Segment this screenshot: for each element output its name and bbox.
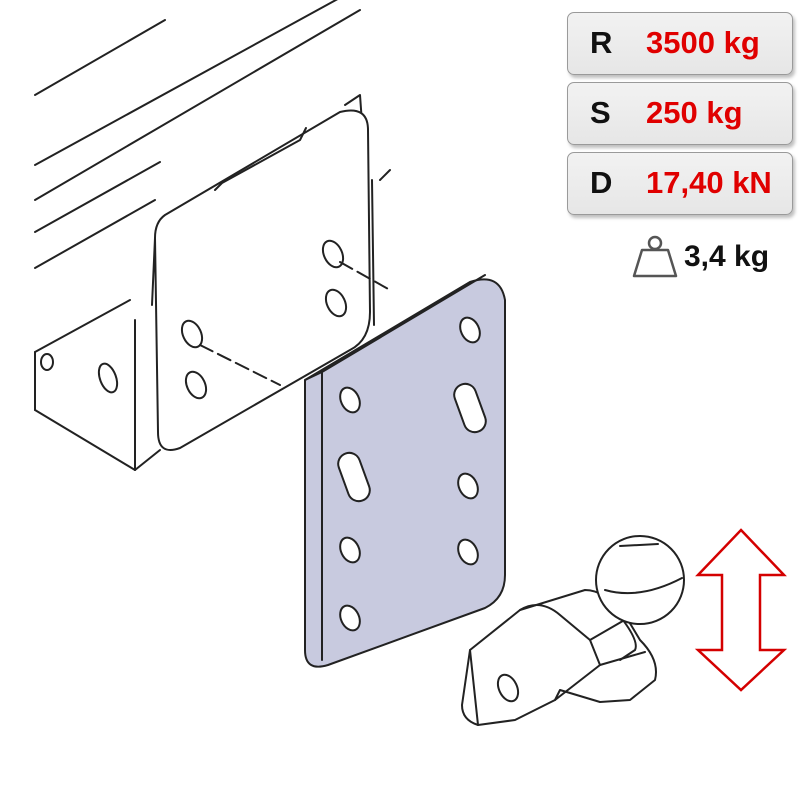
- adapter-plate: [304, 274, 506, 668]
- spec-key-s: S: [590, 95, 611, 130]
- spec-key-r: R: [590, 25, 613, 60]
- vehicle-mount-plate: [151, 109, 375, 451]
- tow-ball-hook: [461, 535, 685, 726]
- spec-box-s: S 250 kg: [567, 82, 793, 145]
- spec-box-d: D 17,40 kN: [567, 152, 793, 215]
- vertical-double-arrow-icon: [694, 528, 788, 692]
- spec-value-r: 3500 kg: [646, 25, 760, 60]
- spec-value-s: 250 kg: [646, 95, 743, 130]
- spec-value-d: 17,40 kN: [646, 165, 772, 200]
- spec-key-d: D: [590, 165, 613, 200]
- weight-icon: [632, 235, 678, 278]
- weight-value: 3,4 kg: [684, 240, 770, 273]
- spec-box-r: R 3500 kg: [567, 12, 793, 75]
- weight-info: 3,4 kg: [630, 232, 790, 280]
- alignment-lines: [199, 261, 391, 386]
